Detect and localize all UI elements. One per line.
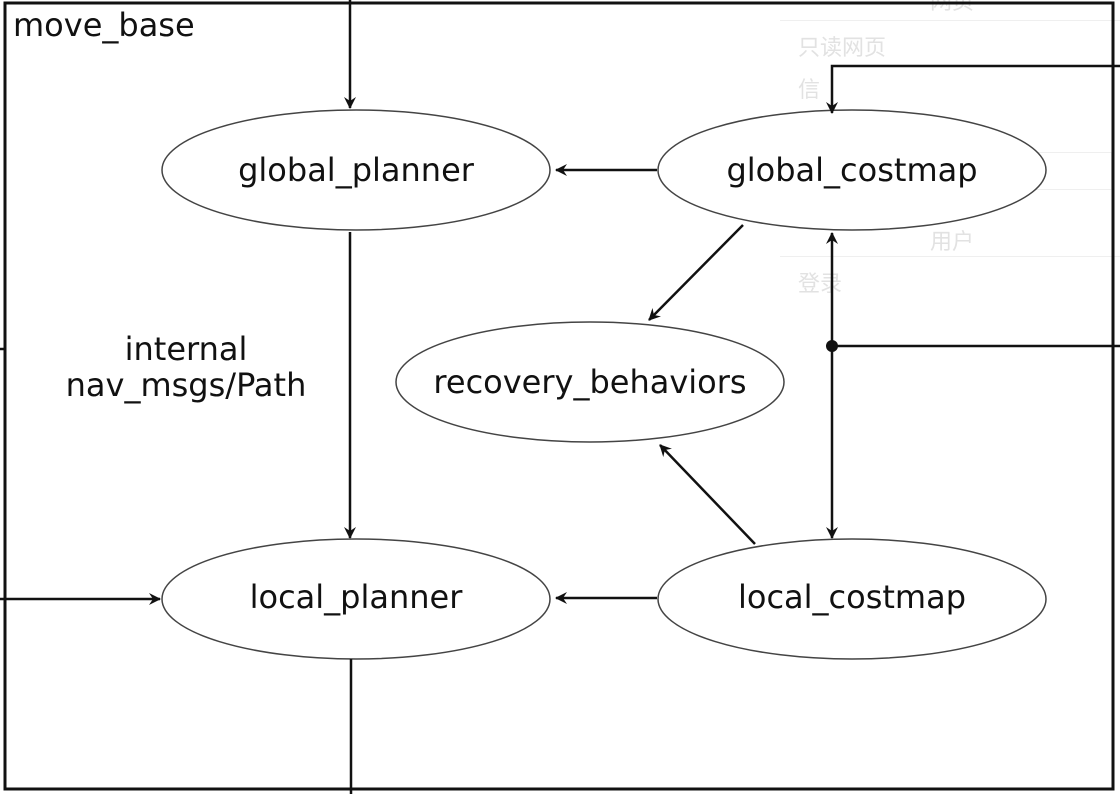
node-label-global-costmap: global_costmap <box>726 151 977 189</box>
node-global-planner: global_planner <box>161 109 551 231</box>
node-label-local-costmap: local_costmap <box>738 578 966 616</box>
node-global-costmap: global_costmap <box>657 109 1047 231</box>
container-label: move_base <box>13 6 195 44</box>
edge-global-costmap-to-recovery <box>648 224 744 321</box>
node-label-local-planner: local_planner <box>250 578 464 616</box>
edge-input-to-global-costmap <box>826 64 1120 114</box>
node-label-recovery-behaviors: recovery_behaviors <box>433 363 746 401</box>
edge-local-costmap-to-recovery <box>659 444 756 545</box>
node-local-costmap: local_costmap <box>657 538 1047 660</box>
overlay-divider <box>780 256 1120 257</box>
move-base-container <box>3 1 1115 791</box>
node-recovery-behaviors: recovery_behaviors <box>395 321 785 443</box>
overlay-divider <box>780 20 1120 21</box>
overlay-item-info: 信 <box>798 78 821 103</box>
edge-label-path-type: nav_msgs/Path <box>66 366 307 404</box>
overlay-item-user: 用户 <box>930 230 975 255</box>
node-local-planner: local_planner <box>161 538 551 660</box>
node-label-global-planner: global_planner <box>238 151 475 189</box>
overlay-item-readonly: 只读网页 <box>798 36 887 61</box>
overlay-item-login: 登录 <box>798 272 843 297</box>
edge-label-internal: internal <box>125 330 248 368</box>
